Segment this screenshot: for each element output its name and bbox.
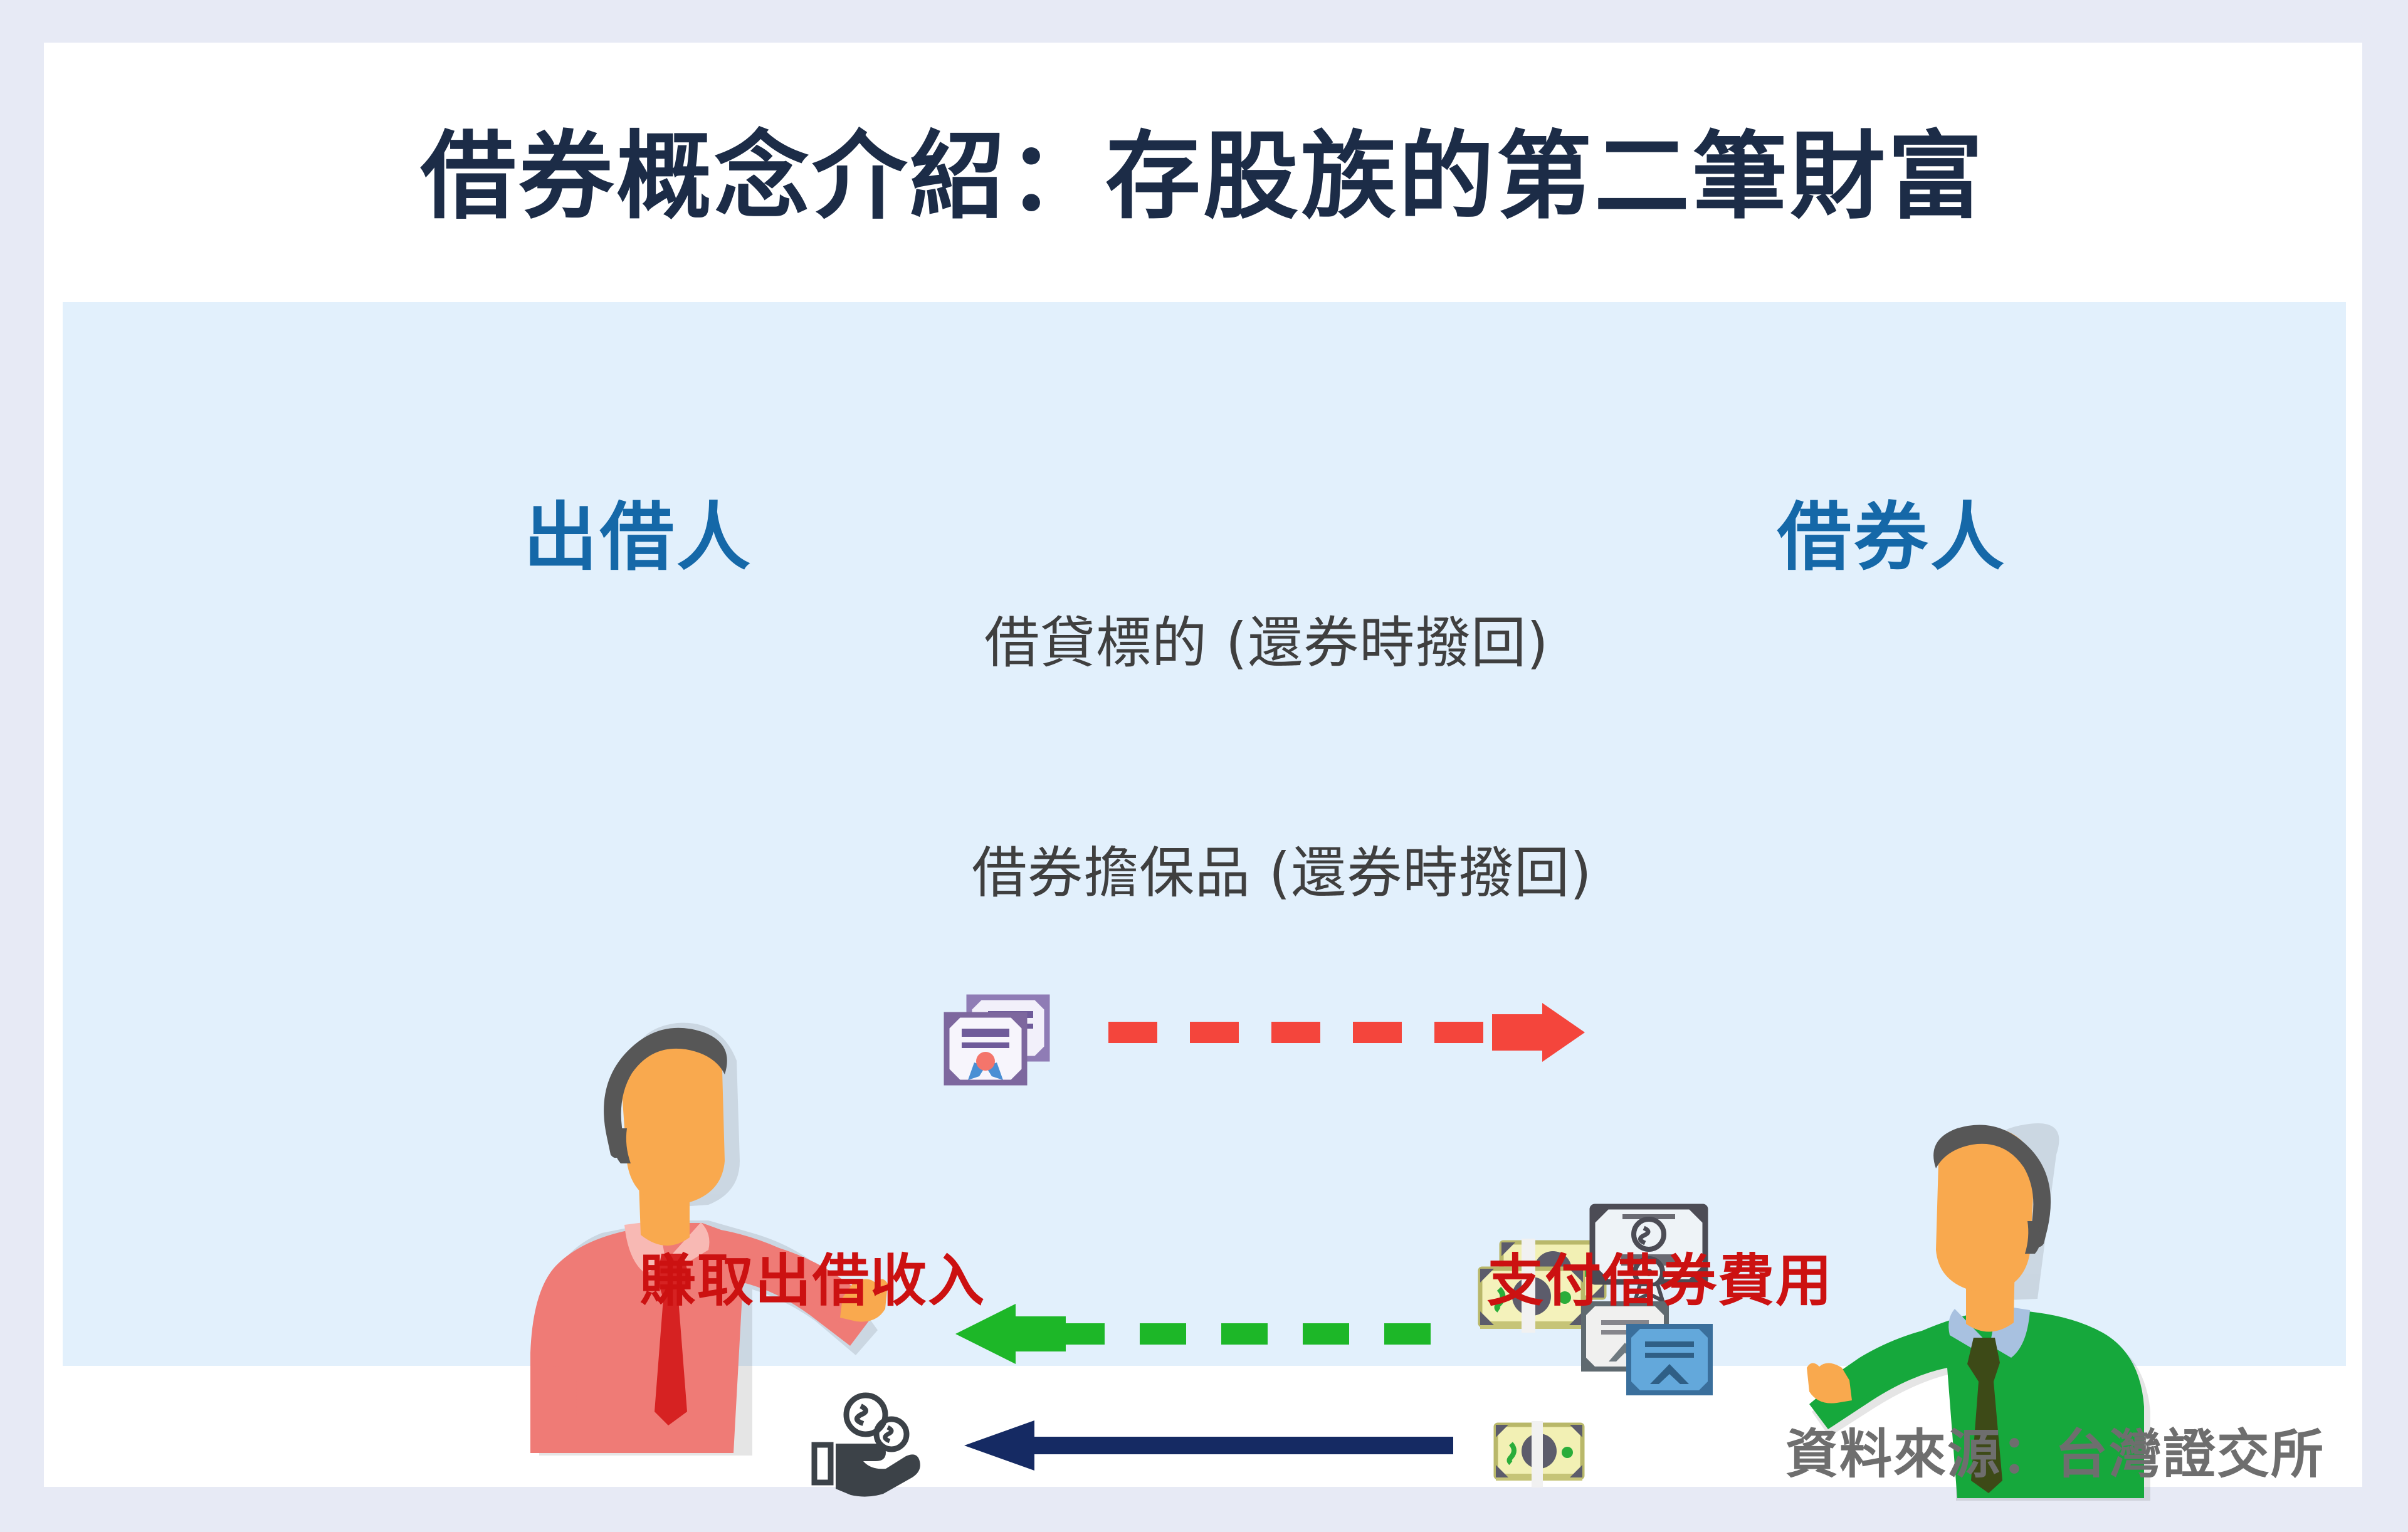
source-note: 資料來源：台灣證交所 — [1785, 1424, 2325, 1485]
borrower-role-label: 借券人 — [1777, 494, 2007, 580]
blue-certificates-icon — [1580, 1299, 1715, 1399]
page-title: 借券概念介紹：存股族的第二筆財富 — [421, 121, 1985, 232]
fee-flow-arrow — [959, 1412, 1454, 1481]
slide-card: 借券概念介紹：存股族的第二筆財富 出借人 借券人 借貸標的 (還券時撥回) 借券… — [44, 43, 2362, 1501]
banknote-seal-certificate-icon — [1586, 1202, 1711, 1304]
lender-outcome-label: 賺取出借收入 — [639, 1248, 986, 1314]
lender-role-label: 出借人 — [523, 494, 754, 580]
collateral-flow-arrow — [953, 1299, 1454, 1368]
collateral-flow-caption: 借券擔保品 (還券時撥回) — [972, 841, 1592, 905]
stock-certificate-icon — [940, 989, 1053, 1089]
underlying-flow-arrow — [1103, 998, 1586, 1067]
borrower-avatar — [1762, 1117, 2188, 1506]
lender-avatar — [502, 1004, 890, 1462]
borrower-outcome-label: 支付借券費用 — [1487, 1248, 1833, 1314]
diagram-panel: 出借人 借券人 借貸標的 (還券時撥回) 借券擔保品 (還券時撥回) — [63, 302, 2346, 1501]
underlying-flow-caption: 借貸標的 (還券時撥回) — [984, 611, 1549, 675]
hand-receiving-coins-icon — [806, 1390, 928, 1503]
banknote-icon — [1492, 1421, 1586, 1490]
